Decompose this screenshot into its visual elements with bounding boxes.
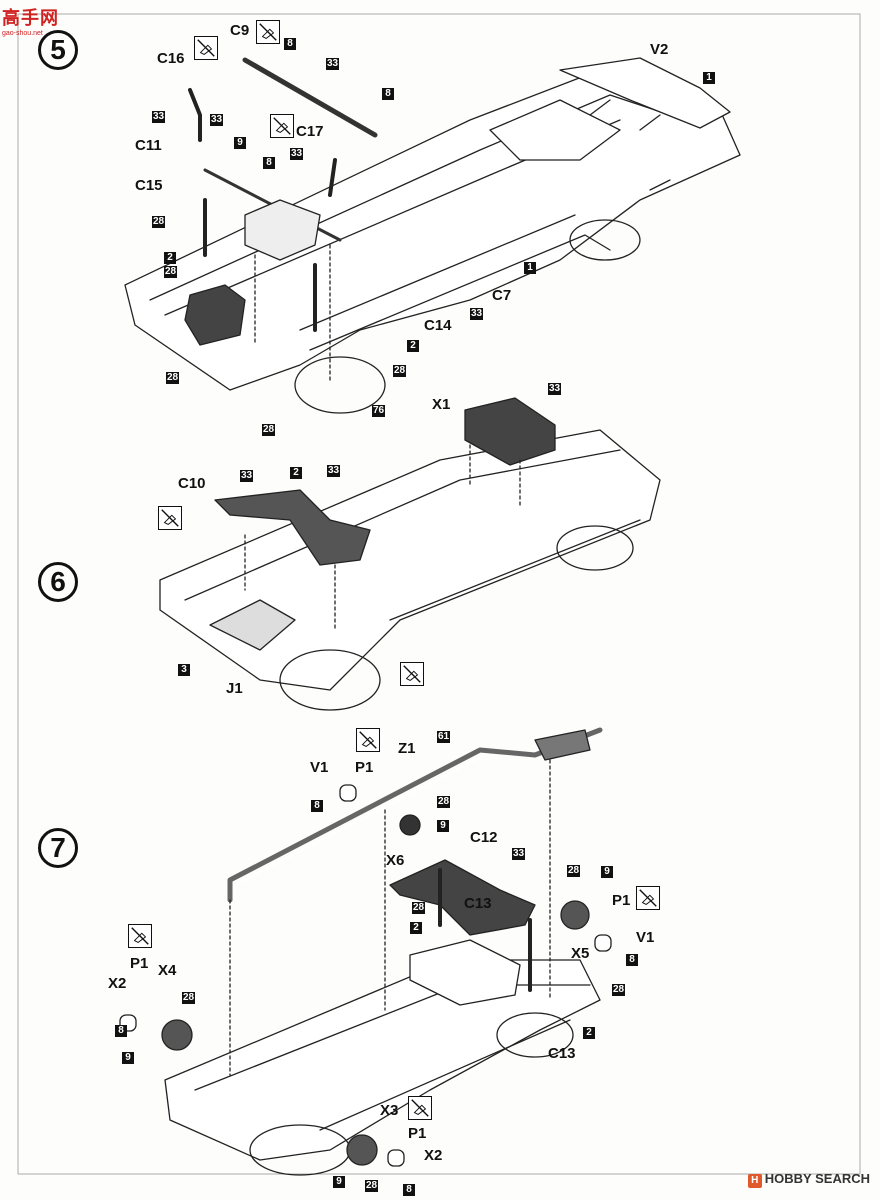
glue-icon [158,506,182,530]
paint-code: 33 [290,148,304,160]
paint-code: 8 [626,954,638,966]
paint-code: 33 [327,465,341,477]
part-label: C13 [548,1045,576,1062]
part-label: C10 [178,475,206,492]
paint-code: 28 [412,902,426,914]
paint-code: 28 [365,1180,379,1192]
part-label: V1 [636,929,655,946]
paint-code: 28 [262,424,276,436]
paint-code: 9 [333,1176,345,1188]
paint-code: 28 [393,365,407,377]
paint-code: 8 [284,38,296,50]
paint-code: 33 [240,470,254,482]
step-number-7: 7 [38,828,78,868]
part-label: X2 [108,975,127,992]
part-label: C9 [230,22,250,39]
paint-code: 2 [583,1027,595,1039]
part-label: C7 [492,287,512,304]
paint-code: 28 [152,216,166,228]
paint-code: 9 [234,137,246,149]
paint-code: 33 [512,848,526,860]
part-label: X6 [386,852,405,869]
paint-code: 9 [122,1052,134,1064]
paint-code: 33 [548,383,562,395]
step5-chassis [124,57,741,414]
part-label: P1 [612,892,631,909]
paint-code: 28 [612,984,626,996]
paint-code: 76 [372,405,386,417]
paint-code: 33 [470,308,484,320]
paint-code: 2 [164,252,176,264]
part-label: X4 [158,962,177,979]
paint-code: 1 [703,72,715,84]
step7-chassis [119,727,612,1176]
part-label: X3 [380,1102,399,1119]
part-label: C15 [135,177,163,194]
hobby-search-logo-icon: H [747,1174,762,1188]
part-label: J1 [226,680,243,697]
paint-code: 9 [601,866,613,878]
paint-code: 8 [382,88,394,100]
part-label: V1 [310,759,329,776]
part-label: Z1 [398,740,416,757]
part-label: X2 [424,1147,443,1164]
step6-chassis [159,397,661,711]
paint-code: 28 [166,372,180,384]
part-label: P1 [408,1125,427,1142]
glue-icon [400,662,424,686]
paint-code: 28 [182,992,196,1004]
part-label: C16 [157,50,185,67]
glue-icon [636,886,660,910]
paint-code: 61 [437,731,451,743]
step-number-6: 6 [38,562,78,602]
step-number-5: 5 [38,30,78,70]
part-label: C17 [296,123,324,140]
glue-icon [256,20,280,44]
paint-code: 28 [567,865,581,877]
glue-icon [194,36,218,60]
part-label: C11 [135,137,162,154]
paint-code: 2 [410,922,422,934]
part-label: C14 [424,317,452,334]
glue-icon [408,1096,432,1120]
part-label: C12 [470,829,498,846]
paint-code: 2 [407,340,419,352]
paint-code: 33 [210,114,224,126]
paint-code: 9 [437,820,449,832]
part-label: V2 [650,41,669,58]
part-label: C13 [464,895,492,912]
part-label: X1 [432,396,451,413]
paint-code: 28 [164,266,178,278]
paint-code: 8 [403,1184,415,1196]
paint-code: 8 [115,1025,127,1037]
part-label: P1 [130,955,149,972]
paint-code: 3 [178,664,190,676]
glue-icon [356,728,380,752]
paint-code: 8 [263,157,275,169]
paint-code: 2 [290,467,302,479]
glue-icon [128,924,152,948]
paint-code: 33 [326,58,340,70]
paint-code: 8 [311,800,323,812]
part-label: P1 [355,759,374,776]
logo-url: gao-shou.net [2,30,43,37]
part-label: X5 [571,945,590,962]
paint-code: 1 [524,262,536,274]
paint-code: 28 [437,796,451,808]
paint-code: 33 [152,111,166,123]
logo-text: 高手网 [2,8,59,28]
site-logo: 高手网 gao-shou.net [2,4,59,37]
glue-icon [270,114,294,138]
watermark-text: HOBBY SEARCH [764,1171,870,1186]
